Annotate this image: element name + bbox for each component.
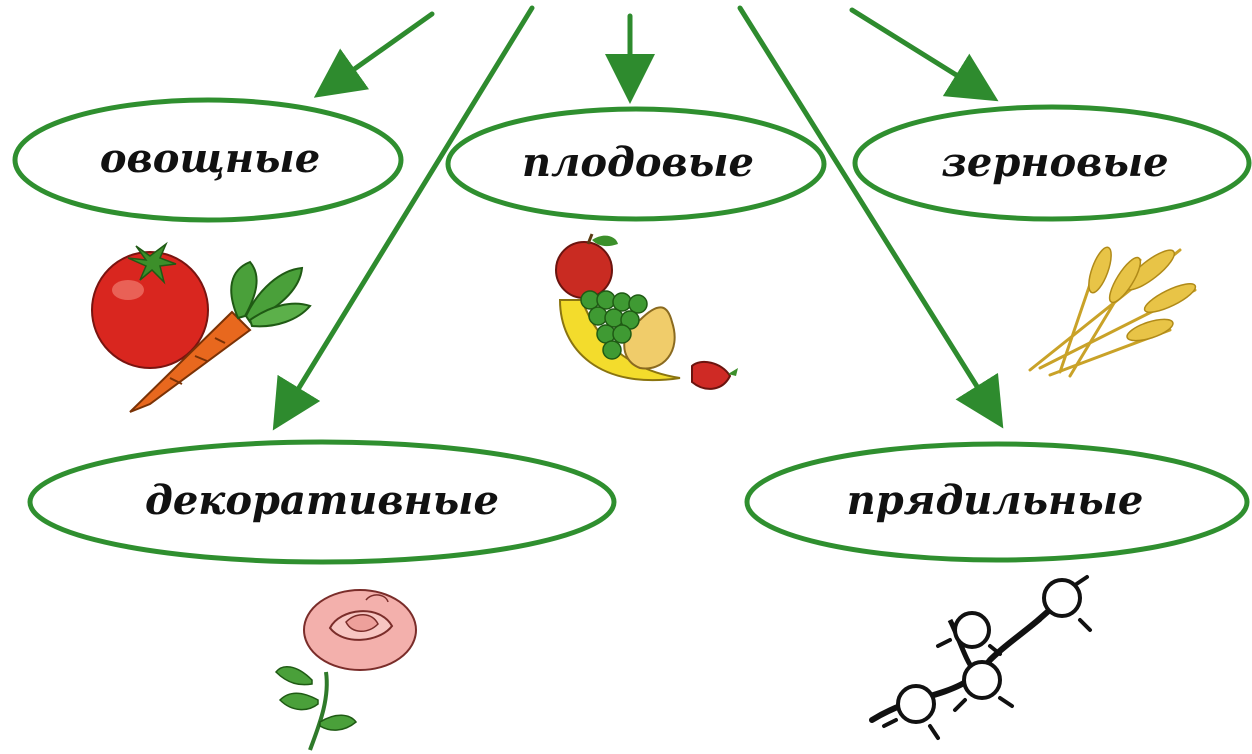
cotton-icon [872, 577, 1090, 738]
vegetables-icon [92, 244, 310, 412]
label-ornamental: декоративные [145, 477, 499, 524]
label-fruits: плодовые [522, 139, 754, 186]
fruits-icon [556, 234, 744, 389]
arrow-to-vegetables [322, 14, 432, 92]
rose-icon [276, 590, 416, 750]
wheat-icon [1030, 244, 1199, 376]
label-grains: зерновые [941, 139, 1168, 186]
arrow-to-ornamental [278, 8, 532, 422]
label-fiber: прядильные [847, 477, 1144, 524]
arrow-to-grains [852, 10, 990, 96]
label-vegetables: овощные [100, 135, 320, 182]
